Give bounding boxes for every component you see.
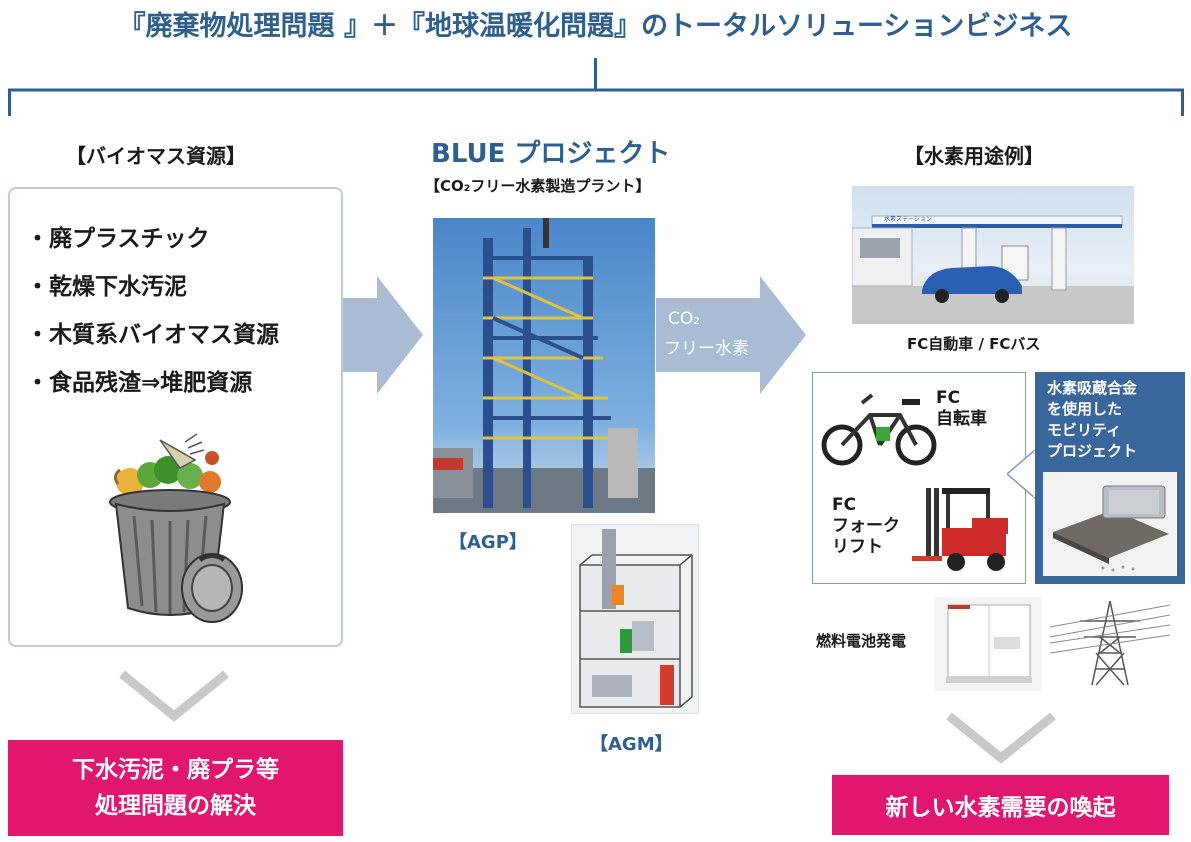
fc-bicycle-label-line: FC xyxy=(936,388,961,408)
biomass-result-badge: 下水汚泥・廃プラ等 処理問題の解決 xyxy=(8,740,343,836)
hydrogen-station-image: 水素ステーション xyxy=(852,186,1134,324)
blue-project-heading: BLUE プロジェクト xyxy=(431,139,671,169)
fuel-cell-unit-icon xyxy=(934,597,1042,691)
station-sign: 水素ステーション xyxy=(884,216,932,223)
top-bracket xyxy=(8,58,1184,116)
station-caption: FC自動車 / FCバス xyxy=(907,335,1041,353)
blue-project-subheading: 【CO₂フリー水素製造プラント】 xyxy=(425,177,651,195)
biomass-list: ・廃プラスチック ・乾燥下水汚泥 ・木質系バイオマス資源 ・食品残渣⇒堆肥資源 xyxy=(26,222,279,414)
fc-forklift-label: FC フォーク リフト xyxy=(832,495,900,558)
list-item: ・廃プラスチック xyxy=(26,226,210,252)
result-line: 下水汚泥・廃プラ等 xyxy=(72,757,279,783)
list-item: ・乾燥下水汚泥 xyxy=(26,274,187,300)
hydrogen-result-badge: 新しい水素需要の喚起 xyxy=(832,775,1169,835)
hydrogen-heading: 【水素用途例】 xyxy=(904,144,1044,168)
result-line: 処理問題の解決 xyxy=(95,793,256,819)
fc-bicycle-label-line: 自転車 xyxy=(936,409,987,429)
agp-label: 【AGP】 xyxy=(449,532,527,553)
arrow-label: CO₂ xyxy=(668,309,701,329)
arrow-label: フリー水素 xyxy=(664,339,749,359)
mobility-line: 水素吸蔵合金 xyxy=(1047,379,1138,397)
result-line: 新しい水素需要の喚起 xyxy=(885,795,1116,821)
agp-plant-photo xyxy=(433,218,655,513)
fuel-cell-label: 燃料電池発電 xyxy=(816,632,907,650)
agm-label: 【AGM】 xyxy=(590,734,673,755)
alloy-image xyxy=(1043,472,1177,576)
callout-pointer xyxy=(1007,450,1037,500)
fc-forklift-label-line: リフト xyxy=(832,537,883,557)
list-item: ・木質系バイオマス資源 xyxy=(26,322,279,348)
flow-arrow xyxy=(343,276,423,394)
trash-can-icon xyxy=(109,433,243,623)
mobility-line: プロジェクト xyxy=(1047,442,1138,460)
chevron-down-icon xyxy=(946,712,1056,764)
agm-model-image xyxy=(571,524,699,714)
list-item: ・食品残渣⇒堆肥資源 xyxy=(26,370,253,396)
flow-arrow xyxy=(656,276,806,394)
page-title: 『廃棄物処理問題 』＋『地球温暖化問題』のトータルソリューションビジネス xyxy=(118,11,1073,42)
mobility-project-text: 水素吸蔵合金 を使用した モビリティ プロジェクト xyxy=(1047,378,1137,462)
fc-bicycle-label: FC 自転車 xyxy=(936,388,987,430)
fc-forklift-label-line: フォーク xyxy=(832,516,900,536)
biomass-heading: 【バイオマス資源】 xyxy=(66,144,246,168)
forklift-icon xyxy=(912,488,1008,571)
power-tower-icon xyxy=(1050,600,1170,686)
bicycle-icon xyxy=(821,393,937,466)
fc-forklift-label-line: FC xyxy=(832,495,857,515)
chevron-down-icon xyxy=(119,670,229,722)
mobility-line: を使用した xyxy=(1047,400,1123,418)
mobility-project-box: 水素吸蔵合金 を使用した モビリティ プロジェクト xyxy=(1035,372,1185,584)
mobility-line: モビリティ xyxy=(1047,421,1122,439)
